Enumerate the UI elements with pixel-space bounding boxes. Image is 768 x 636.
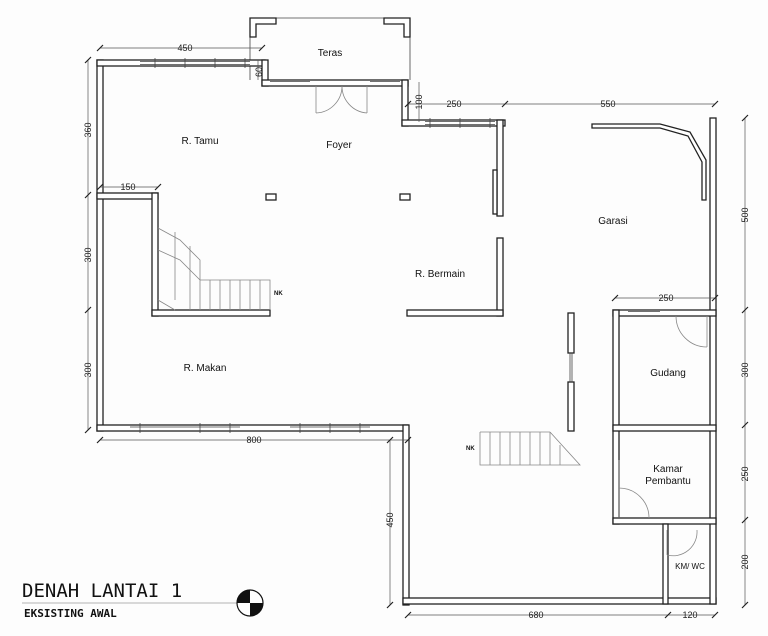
dim-bottom-wc: 120 <box>682 610 697 620</box>
dim-right-3: 250 <box>740 466 750 481</box>
dim-right-4: 200 <box>740 554 750 569</box>
stairs-lower-label: NK <box>466 446 475 452</box>
dim-right-2: 300 <box>740 362 750 377</box>
dim-gudang-width: 250 <box>658 293 673 303</box>
drawing-subtitle: EKSISTING AWAL <box>24 607 117 620</box>
room-garasi: Garasi <box>598 216 627 227</box>
dimension-lines <box>84 44 749 619</box>
dim-foyer-step: 100 <box>414 94 424 109</box>
teras-pillar-right <box>383 17 411 38</box>
dim-left-1: 360 <box>83 122 93 137</box>
dimension-labels: 450 60 100 250 550 360 300 300 150 800 4… <box>83 43 750 620</box>
dim-top-left: 450 <box>177 43 192 53</box>
stairs-upper-label: NK <box>274 291 283 297</box>
teras-area <box>249 17 411 80</box>
dim-left-2: 300 <box>83 247 93 262</box>
stairs-lower: NK <box>466 431 581 466</box>
dim-right-1: 500 <box>740 207 750 222</box>
room-teras: Teras <box>318 48 342 59</box>
walls <box>96 59 717 606</box>
windows <box>130 58 660 433</box>
drawing-title: DENAH LANTAI 1 <box>22 580 182 602</box>
room-makan: R. Makan <box>184 363 227 374</box>
room-kmwc: KM/ WC <box>675 562 705 571</box>
dim-top-right: 550 <box>600 99 615 109</box>
room-kamar-line2: Pembantu <box>645 476 691 487</box>
stairs-upper: NK <box>157 227 283 311</box>
room-foyer: Foyer <box>326 140 352 151</box>
room-kamar-line1: Kamar <box>653 464 683 475</box>
dim-garage-depth: 450 <box>385 512 395 527</box>
room-tamu: R. Tamu <box>181 136 218 147</box>
dim-bottom-main: 800 <box>246 435 261 445</box>
dim-top-mid: 250 <box>446 99 461 109</box>
title-block: DENAH LANTAI 1 EKSISTING AWAL <box>22 580 264 620</box>
room-bermain: R. Bermain <box>415 269 465 280</box>
dim-teras-step: 60 <box>254 67 264 77</box>
section-marker-icon <box>236 589 264 617</box>
dim-stair-width: 150 <box>120 182 135 192</box>
room-gudang: Gudang <box>650 368 686 379</box>
teras-pillar-left <box>249 17 277 38</box>
dim-bottom-garage: 680 <box>528 610 543 620</box>
doors <box>315 85 708 557</box>
dim-left-3: 300 <box>83 362 93 377</box>
